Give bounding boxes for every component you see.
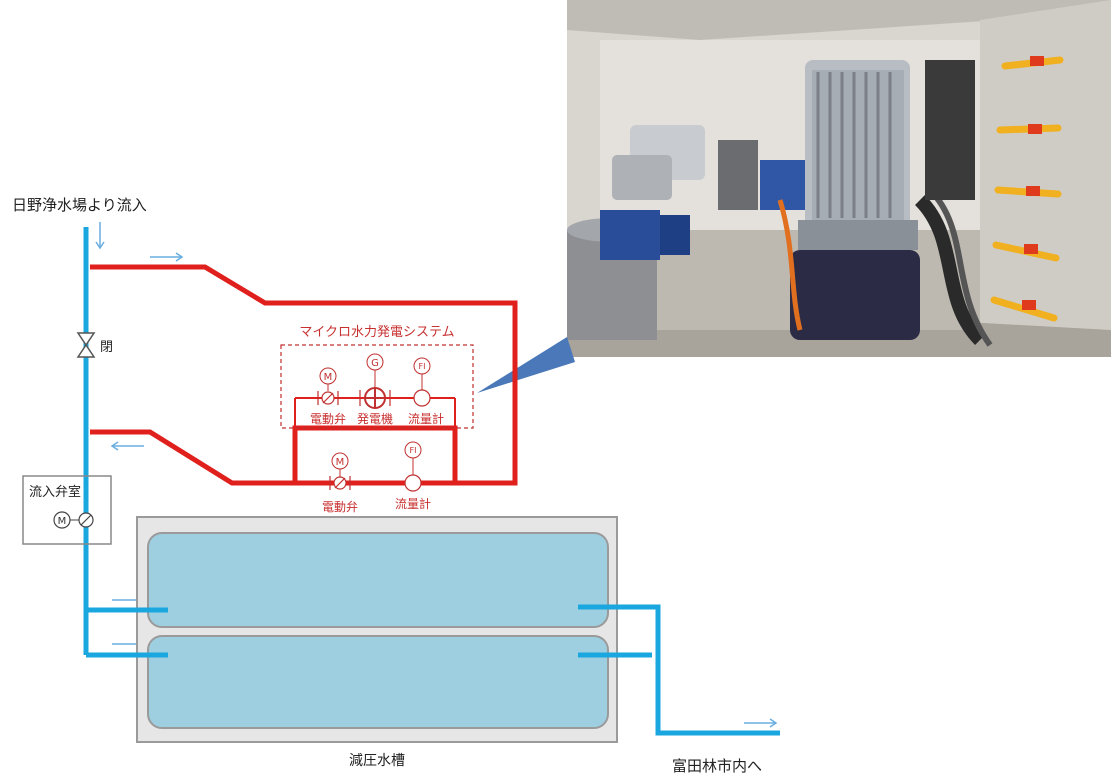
generator-symbol: G: [371, 358, 379, 369]
inlet-valve-room-label: 流入弁室: [29, 484, 81, 500]
tank-label: 減圧水槽: [349, 752, 405, 769]
inflow-source-label: 日野浄水場より流入: [12, 196, 147, 214]
flow-meter-icon: [404, 441, 422, 492]
valve-closed-label: 閉: [100, 340, 113, 355]
motor-symbol: M: [58, 516, 67, 527]
motor-valve-icon: [317, 367, 339, 405]
motor-valve-icon: [329, 452, 351, 490]
closed-valve-icon: [76, 332, 96, 358]
motor-symbol: M: [336, 457, 345, 468]
photo-callout: [477, 337, 575, 393]
flow-arrows: [95, 222, 778, 728]
system-title: マイクロ水力発電システム: [299, 325, 454, 340]
arrow-right-icon: [150, 252, 184, 262]
generator-bypass-lines: [90, 264, 518, 486]
pressure-reducing-tank: [136, 516, 618, 743]
generator-label: 発電機: [357, 411, 393, 426]
motor-symbol: M: [324, 372, 333, 383]
flow-meter-label-2: 流量計: [395, 496, 431, 511]
arrow-down-icon: [95, 222, 105, 250]
micro-hydro-system-box: [280, 344, 474, 429]
generator-icon: [359, 353, 391, 409]
outflow-destination-label: 富田林市内へ: [672, 757, 762, 775]
motor-valve-label-1: 電動弁: [310, 411, 346, 426]
flow-meter-icon: [413, 357, 431, 407]
motor-valve-label-2: 電動弁: [322, 499, 358, 514]
equipment-photo: [567, 0, 1111, 357]
arrow-right-icon: [744, 718, 778, 728]
flow-indicator-symbol: FI: [410, 446, 417, 455]
arrow-left-icon: [110, 441, 144, 451]
inlet-valve-room: M: [22, 475, 112, 545]
flow-meter-label-1: 流量計: [408, 411, 444, 426]
flow-indicator-symbol: FI: [419, 362, 426, 371]
